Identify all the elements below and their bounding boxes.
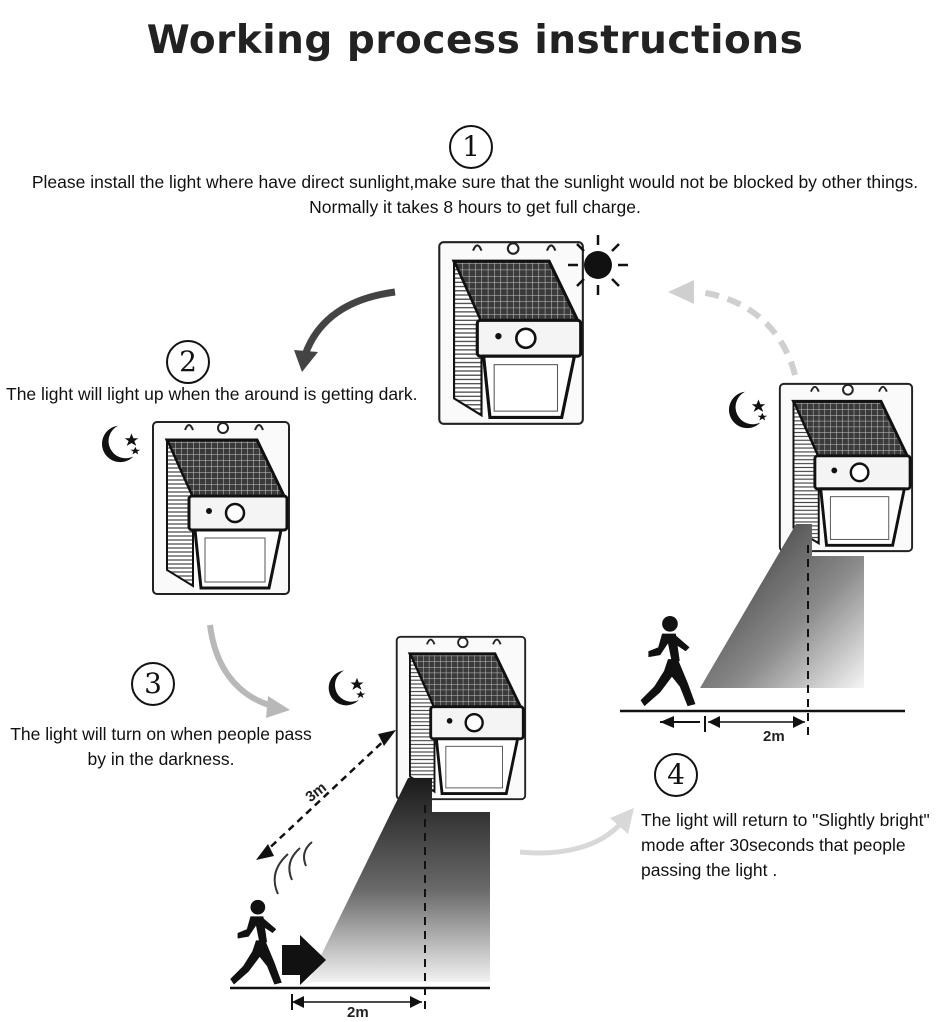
distance-label: 2m — [763, 728, 785, 745]
step-1-line-2: Normally it takes 8 hours to get full ch… — [309, 197, 641, 217]
curved-arrow-icon — [668, 280, 798, 376]
curved-arrow-icon — [519, 808, 634, 856]
step-3-number: 3 — [131, 662, 175, 706]
step-3-line-2: by in the darkness. — [87, 749, 235, 769]
range-label: 3m — [302, 779, 330, 806]
distance-label: 2m — [347, 1004, 369, 1021]
step-2-number: 2 — [166, 340, 210, 384]
step-4-line-3: passing the light . — [641, 860, 778, 880]
running-person-icon — [230, 899, 282, 985]
step-3-line-1: The light will turn on when people pass — [10, 724, 312, 744]
step-4-line-2: mode after 30seconds that people — [641, 835, 906, 855]
light-beam — [700, 524, 864, 688]
moon-stars-icon — [728, 391, 768, 429]
solar-lamp-icon — [151, 420, 291, 596]
step-1-text: Please install the light where have dire… — [0, 170, 950, 220]
light-beam — [308, 778, 490, 982]
step-4-line-1: The light will return to "Slightly brigh… — [641, 810, 930, 830]
solar-lamp-icon — [395, 635, 527, 801]
solar-lamp-icon — [437, 240, 585, 426]
moon-stars-icon — [328, 670, 366, 706]
step-2-text: The light will light up when the around … — [6, 382, 436, 407]
sun-icon — [568, 235, 628, 295]
step-4-number: 4 — [654, 753, 698, 797]
curved-arrow-icon — [207, 624, 290, 718]
step-2-line-1: The light will light up when the around … — [6, 384, 418, 404]
running-person-icon — [640, 615, 696, 707]
moon-stars-icon — [101, 425, 141, 463]
step-4-text: The light will return to "Slightly brigh… — [641, 808, 946, 883]
curved-arrow-icon — [294, 288, 396, 372]
motion-waves-icon — [273, 841, 313, 895]
step-1-line-1: Please install the light where have dire… — [31, 172, 919, 192]
step-3-text: The light will turn on when people pass … — [6, 722, 316, 772]
step-1-number: 1 — [449, 125, 493, 169]
page-title: Working process instructions — [146, 18, 804, 63]
